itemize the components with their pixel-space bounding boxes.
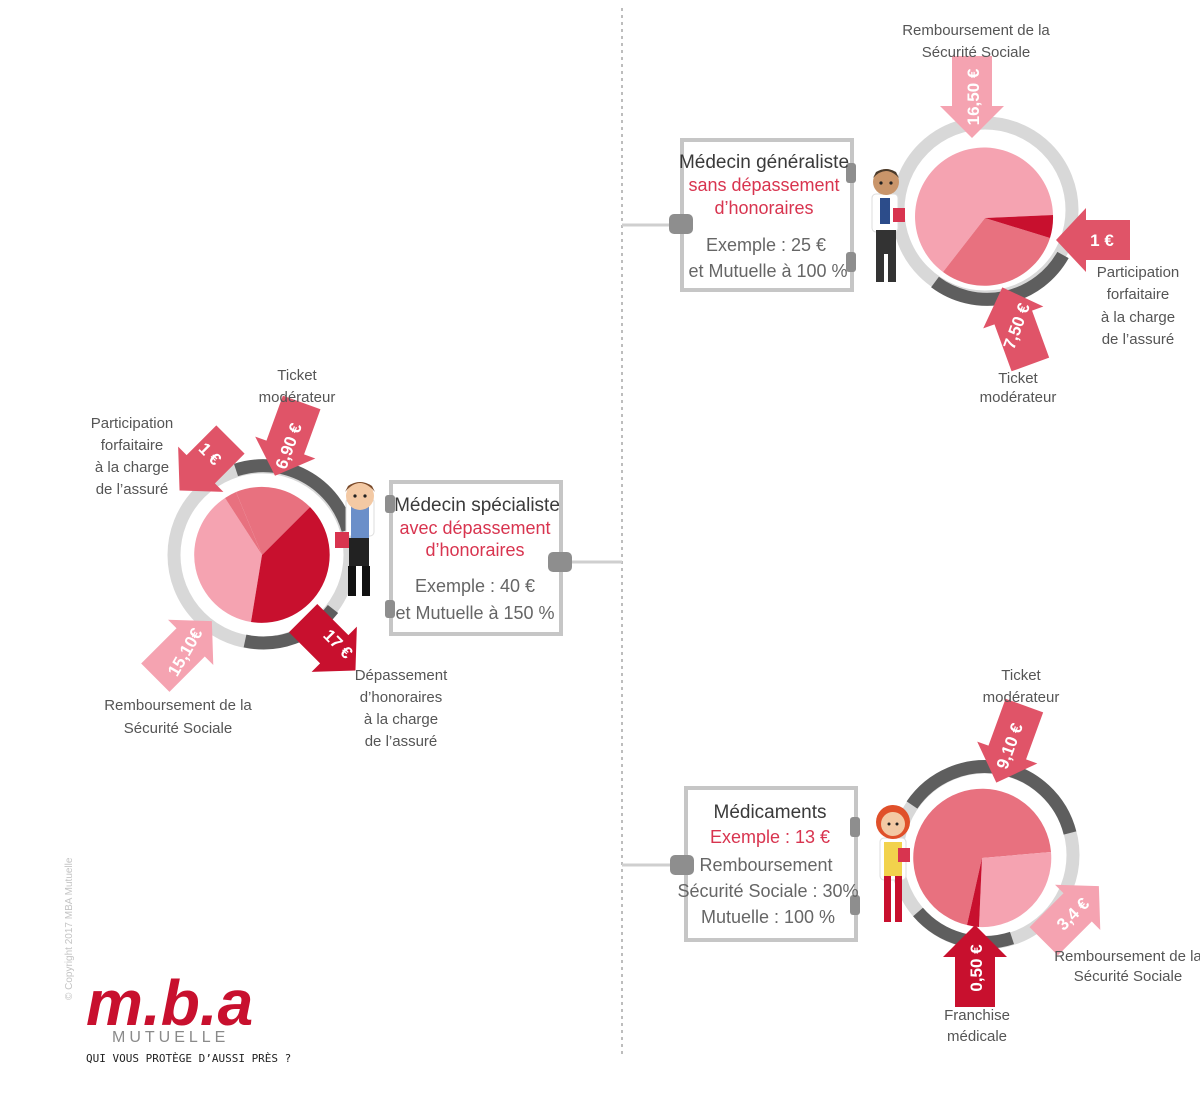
specialist-slice-participation [225, 492, 262, 555]
specialist-box-line3: d’honoraires [425, 540, 524, 560]
generaliste-box-line2: sans dépassement [688, 175, 839, 195]
label-line: Ticket [998, 370, 1038, 387]
medicaments-value-franchise: 0,50 € [967, 944, 986, 992]
medicaments-box-title: Médicaments [714, 802, 827, 823]
specialist-arrow-remboursement [141, 619, 214, 692]
medicaments-slice-ticket [913, 788, 1051, 925]
logo-tagline: QUI VOUS PROTÈGE D’AUSSI PRÈS ? [86, 1052, 291, 1065]
medicaments-diagram: 9,10 € 3,4 € 0,50 € Ticket modérateur Re… [670, 667, 1200, 1045]
medicaments-label-ticket: Ticket modérateur [983, 667, 1060, 706]
generaliste-arrow-participation [1056, 208, 1130, 272]
label-line: Dépassement [355, 667, 448, 684]
generaliste-box-line5: et Mutuelle à 100 % [688, 261, 847, 281]
specialist-arrow-participation [178, 425, 245, 492]
generaliste-box-line4: Exemple : 25 € [706, 235, 826, 255]
generaliste-box-line3: d’honoraires [714, 198, 813, 218]
label-line: à la charge [364, 711, 438, 728]
specialist-pie [194, 486, 330, 623]
medicaments-arrow-remboursement [1029, 884, 1101, 956]
label-line: modérateur [259, 389, 336, 406]
label-line: Sécurité Sociale [1074, 968, 1182, 985]
specialist-arrow-depassement [288, 603, 357, 672]
generaliste-box-title: Médecin généraliste [679, 152, 849, 173]
medicaments-label-remboursement: Remboursement de la Sécurité Sociale [1054, 948, 1200, 985]
medicaments-arrow-franchise [943, 925, 1007, 1007]
specialist-label-ticket: Ticket modérateur [259, 367, 336, 406]
generaliste-doctor-figure [871, 169, 905, 282]
label-line: forfaitaire [101, 437, 164, 454]
generaliste-slice-ticket [943, 218, 1050, 286]
generaliste-label-participation: Participation forfaitaire à la charge de… [1097, 264, 1180, 348]
specialist-box-line2: avec dépassement [399, 518, 550, 538]
medicaments-box-line4: Sécurité Sociale : 30% [677, 881, 858, 901]
label-line: médicale [947, 1028, 1007, 1045]
label-line: forfaitaire [1107, 286, 1170, 303]
copyright-text: © Copyright 2017 MBA Mutuelle [64, 857, 75, 1000]
specialist-arrow-ticket [255, 395, 321, 476]
specialist-slice-remboursement [194, 498, 262, 622]
label-line: à la charge [1101, 309, 1175, 326]
label-line: Sécurité Sociale [922, 44, 1030, 61]
label-line: Participation [1097, 264, 1180, 281]
generaliste-arrow-ticket [983, 287, 1050, 372]
medicaments-pie [913, 788, 1052, 928]
generaliste-value-participation: 1 € [1090, 231, 1114, 250]
specialist-box-line4: Exemple : 40 € [415, 576, 535, 596]
logo-sub-text: MUTUELLE [112, 1029, 229, 1046]
generaliste-diagram: 16,50 € 1 € 7,50 € Remboursement de la S… [669, 22, 1179, 406]
label-line: Ticket [1001, 667, 1041, 684]
specialist-box-title: Médecin spécialiste [394, 495, 560, 516]
generaliste-value-remboursement: 16,50 € [964, 68, 983, 125]
specialist-label-remboursement: Remboursement de la Sécurité Sociale [104, 697, 252, 737]
medicaments-box-line5: Mutuelle : 100 % [701, 907, 835, 927]
specialist-info-box: Médecin spécialiste avec dépassement d’h… [385, 480, 572, 636]
specialist-slice-depassement [251, 507, 330, 623]
label-line: de l’assuré [96, 481, 169, 498]
specialist-label-depassement: Dépassement d’honoraires à la charge de … [355, 667, 448, 750]
medicaments-arrow-ticket [977, 698, 1044, 783]
generaliste-slice-participation [985, 215, 1054, 238]
medicaments-box-line2: Exemple : 13 € [710, 827, 830, 847]
specialist-diagram: 1 € 6,90 € 15,10€ 17 € Participation for… [91, 367, 572, 750]
medicaments-info-box: Médicaments Exemple : 13 € Remboursement… [670, 786, 860, 942]
mba-logo: m.b.a MUTUELLE QUI VOUS PROTÈGE D’AUSSI … [86, 967, 291, 1065]
generaliste-info-box: Médecin généraliste sans dépassement d’h… [669, 138, 856, 292]
generaliste-pie [915, 147, 1054, 286]
generaliste-label-remboursement: Remboursement de la Sécurité Sociale [902, 22, 1050, 61]
label-line: Remboursement de la [1054, 948, 1200, 965]
specialist-doctor-figure [335, 482, 375, 596]
label-line: Remboursement de la [902, 22, 1050, 39]
medicaments-slice-franchise [967, 858, 982, 927]
label-line: modérateur [983, 689, 1060, 706]
logo-main-text: m.b.a [86, 967, 253, 1039]
medicaments-pharmacist-figure [876, 805, 910, 922]
medicaments-label-franchise: Franchise médicale [944, 1007, 1010, 1045]
label-line: de l’assuré [365, 733, 438, 750]
specialist-label-participation: Participation forfaitaire à la charge de… [91, 415, 174, 498]
label-line: Franchise [944, 1007, 1010, 1024]
label-line: modérateur [980, 389, 1057, 406]
medicaments-box-line3: Remboursement [699, 855, 832, 875]
label-line: à la charge [95, 459, 169, 476]
generaliste-arrow-remboursement [940, 56, 1004, 138]
generaliste-slice-remboursement [915, 147, 1053, 272]
label-line: d’honoraires [360, 689, 443, 706]
specialist-ring-dark-top [233, 459, 355, 532]
specialist-box-line5: et Mutuelle à 150 % [395, 603, 554, 623]
specialist-slice-ticket [236, 486, 310, 555]
label-line: Ticket [277, 367, 317, 384]
label-line: Remboursement de la [104, 697, 252, 714]
medicaments-slice-remboursement [979, 852, 1052, 928]
label-line: Sécurité Sociale [124, 720, 232, 737]
label-line: Participation [91, 415, 174, 432]
label-line: de l’assuré [1102, 331, 1175, 348]
generaliste-label-ticket: Ticket modérateur [980, 370, 1057, 406]
